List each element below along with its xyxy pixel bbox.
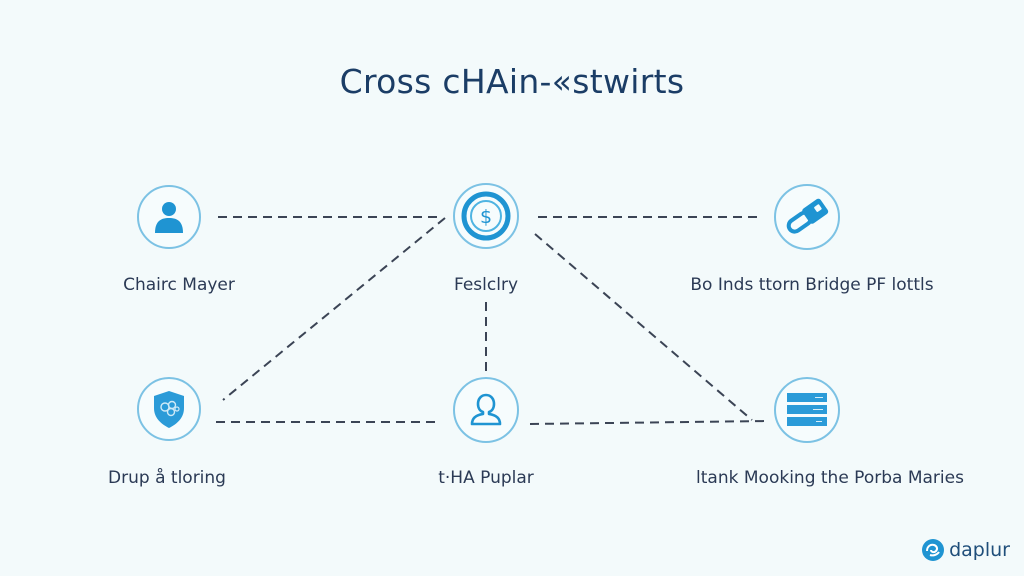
- node-label-finance: Feslclry: [453, 275, 519, 295]
- brand-logo-text: daplur: [949, 539, 1010, 561]
- server-stack-icon: [787, 393, 827, 426]
- node-finance[interactable]: $: [453, 183, 519, 249]
- diagram-title: Cross cHAin-«stwirts: [339, 62, 685, 101]
- node-label-security: Drup å tloring: [108, 468, 226, 488]
- node-user[interactable]: [137, 185, 201, 249]
- daplur-logo-icon: [922, 539, 945, 561]
- node-label-bridge: Bo Inds ttorn Bridge PF lottls: [690, 275, 934, 295]
- edge-user2-storage: [529, 420, 769, 425]
- node-security[interactable]: [137, 377, 201, 441]
- node-bridge[interactable]: [774, 184, 840, 250]
- svg-text:$: $: [480, 206, 492, 228]
- edge-finance-security: [222, 217, 446, 401]
- node-label-user2: t·HA Puplar: [438, 468, 534, 488]
- bridge-link-icon: [786, 198, 829, 234]
- edge-finance-storage: [534, 233, 753, 421]
- dollar-coin-icon: $: [461, 191, 511, 241]
- brand-logo: daplur: [921, 538, 1010, 562]
- node-storage[interactable]: [774, 377, 840, 443]
- node-user2[interactable]: [453, 377, 519, 443]
- user-outline-icon: [470, 393, 502, 426]
- user-filled-icon: [155, 202, 183, 233]
- shield-icon: [154, 391, 184, 428]
- node-label-storage: ltank Mooking the Porba Maries: [696, 468, 964, 488]
- node-label-user: Chairc Mayer: [123, 275, 235, 295]
